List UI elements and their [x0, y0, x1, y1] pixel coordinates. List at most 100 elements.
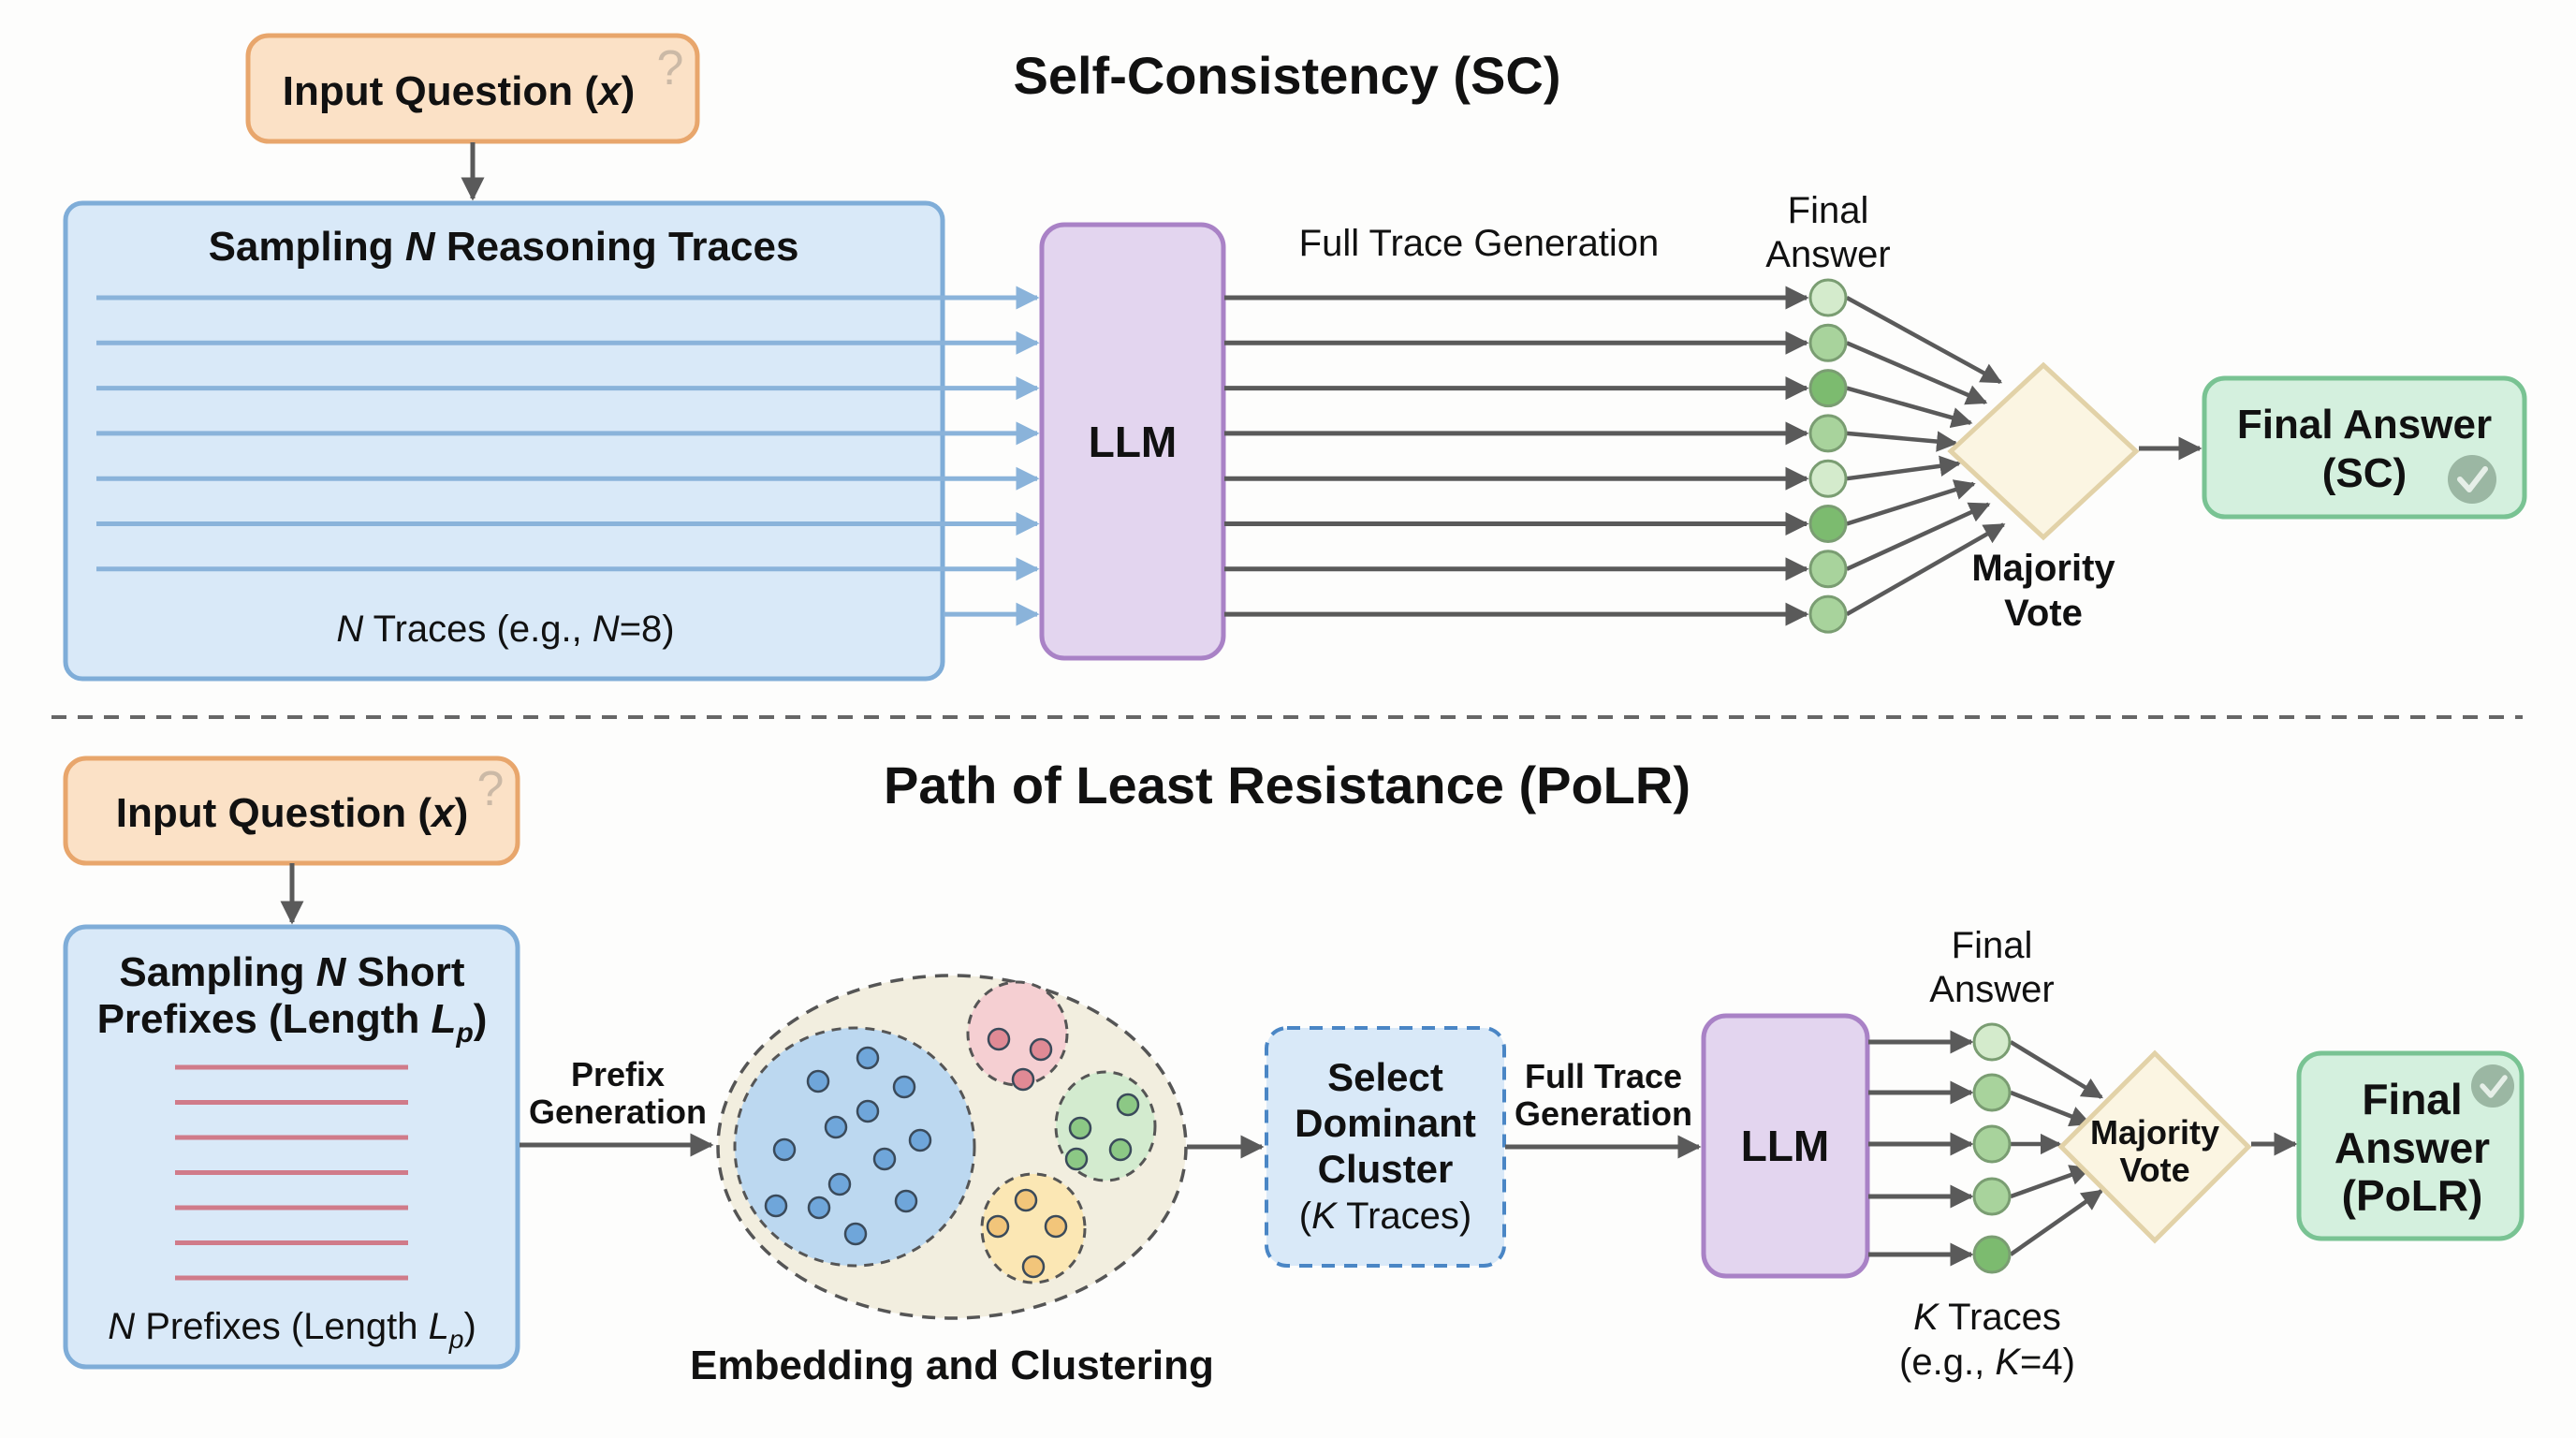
cluster-points: [764, 1027, 1140, 1279]
sc-generation-arrows: [1224, 286, 1809, 626]
polr-final-answer-label-2: Answer: [1929, 969, 2054, 1010]
polr-generation-label-2: Generation: [1515, 1094, 1692, 1133]
sc-answer-nodes: [1808, 278, 1848, 634]
question-mark-icon: ?: [477, 762, 505, 816]
check-circle-icon: [2471, 1064, 2514, 1108]
cluster-point-yellow: [1021, 1255, 1046, 1279]
cluster-point-blue: [807, 1196, 831, 1220]
sc-sampling-title: Sampling N Reasoning Traces: [209, 224, 799, 270]
prefix-lines: [175, 1064, 408, 1281]
polr-vote-arrow: [2009, 1040, 2103, 1099]
sc-sampling-caption: N Traces (e.g., N=8): [336, 609, 674, 650]
sc-majority-vote-label-1: Majority: [1971, 548, 2115, 589]
cluster-point-red: [1011, 1067, 1035, 1092]
select-label-k: (K Traces): [1299, 1196, 1472, 1237]
vote-arrow: [1846, 431, 1958, 452]
polr-final-answer-box: Final Answer (PoLR): [2296, 1050, 2525, 1241]
polr-vote-arrows: [2009, 1040, 2103, 1256]
polr-majority-vote-label-2: Vote: [2119, 1151, 2189, 1189]
cluster-point-yellow: [1044, 1214, 1068, 1239]
polr-vote-arrow: [2010, 1165, 2092, 1199]
sc-input-question-box: Input Question (x) ?: [245, 33, 700, 144]
polr-majority-vote-label-1: Majority: [2090, 1113, 2219, 1152]
vote-arrow: [1846, 479, 1976, 526]
cluster-point-green: [1116, 1093, 1140, 1117]
cluster-point-blue: [892, 1075, 916, 1099]
polr-sampling-box: Sampling N Short Prefixes (Length Lp) N …: [63, 924, 520, 1370]
embedding-clustering: [716, 974, 1188, 1320]
polr-sampling-title-2: Prefixes (Length Lp): [97, 996, 488, 1049]
vote-arrow: [1846, 502, 1991, 571]
polr-vote-arrow: [2010, 1090, 2092, 1127]
cluster-point-blue: [856, 1046, 880, 1070]
cluster-point-blue: [827, 1172, 852, 1196]
polr-majority-vote-diamond: [2057, 1049, 2252, 1244]
polr-generation-arrows: [1868, 1030, 1974, 1267]
sc-generation-label: Full Trace Generation: [1299, 223, 1660, 264]
cluster-yellow: [980, 1172, 1087, 1284]
cluster-point-green: [1064, 1147, 1089, 1171]
final-answer-node: [1808, 414, 1848, 453]
sc-vote-arrows: [1845, 296, 2006, 617]
cluster-point-yellow: [986, 1214, 1010, 1239]
sc-final-answer-title: Final Answer: [2237, 402, 2492, 448]
final-answer-node: [1808, 550, 1848, 589]
polr-sampling-title-1: Sampling N Short: [119, 949, 464, 995]
vote-arrow: [1846, 386, 1973, 429]
sc-llm-box: LLM: [1039, 222, 1226, 661]
polr-sampling-caption: N Prefixes (Length Lp): [108, 1306, 476, 1354]
polr-final-answer-node: [1972, 1177, 2012, 1216]
sc-final-answer-subtitle: (SC): [2322, 450, 2407, 496]
check-circle-icon: [2448, 455, 2496, 504]
select-label-2: Dominant: [1295, 1101, 1476, 1145]
vote-arrow: [1845, 296, 2003, 385]
cluster-point-blue: [872, 1147, 897, 1171]
select-dominant-cluster-box: Select Dominant Cluster (K Traces): [1265, 1026, 1506, 1268]
cluster-point-blue: [908, 1128, 932, 1152]
cluster-point-yellow: [1014, 1188, 1038, 1212]
polr-final-answer-line3: (PoLR): [2342, 1171, 2483, 1220]
polr-answer-nodes: [1972, 1022, 2012, 1274]
vote-arrow: [1846, 455, 1961, 481]
sc-trace-arrows: [96, 286, 1040, 626]
sc-llm-label: LLM: [1089, 418, 1178, 466]
polr-title: Path of Least Resistance (PoLR): [884, 756, 1690, 814]
cluster-point-green: [1068, 1116, 1092, 1140]
cluster-point-blue: [856, 1099, 880, 1123]
cluster-point-blue: [772, 1137, 797, 1162]
polr-final-answer-line2: Answer: [2334, 1123, 2490, 1172]
sc-majority-vote-label-2: Vote: [2004, 593, 2083, 634]
final-answer-node: [1808, 459, 1848, 498]
sc-title: Self-Consistency (SC): [1014, 46, 1561, 105]
polr-final-answer-label-1: Final: [1952, 925, 2033, 966]
sc-majority-vote-diamond: [1947, 361, 2140, 541]
cluster-point-blue: [824, 1115, 848, 1139]
final-answer-node: [1808, 323, 1848, 362]
polr-final-answer-node: [1972, 1073, 2012, 1112]
k-traces-caption-2: (e.g., K=4): [1899, 1342, 2075, 1383]
final-answer-node: [1808, 594, 1848, 634]
cluster-point-blue: [764, 1194, 788, 1218]
polr-llm-label: LLM: [1741, 1122, 1830, 1170]
polr-final-answer-node: [1972, 1124, 2012, 1164]
sc-final-answer-box: Final Answer (SC): [2202, 375, 2527, 520]
cluster-point-red: [987, 1027, 1011, 1051]
select-label-3: Cluster: [1318, 1147, 1454, 1191]
final-answer-node: [1808, 278, 1848, 317]
cluster-point-blue: [894, 1189, 918, 1213]
sc-input-question-label: Input Question (x): [283, 68, 635, 114]
polr-final-answer-node: [1972, 1235, 2012, 1274]
polr-final-answer-line1: Final: [2362, 1075, 2462, 1123]
sc-final-answer-label-1: Final: [1788, 190, 1869, 231]
prefix-generation-label-1: Prefix: [571, 1055, 665, 1093]
vote-arrow: [1845, 522, 2006, 617]
polr-input-question-box: Input Question (x) ?: [63, 756, 520, 866]
final-answer-node: [1808, 505, 1848, 543]
sc-sampling-box: Sampling N Reasoning Traces N Traces (e.…: [63, 200, 945, 682]
sc-final-answer-label-2: Answer: [1765, 234, 1890, 275]
final-answer-node: [1808, 369, 1848, 408]
polr-generation-label-1: Full Trace: [1525, 1057, 1682, 1095]
polr-llm-box: LLM: [1701, 1013, 1870, 1279]
cluster-point-blue: [843, 1222, 868, 1246]
